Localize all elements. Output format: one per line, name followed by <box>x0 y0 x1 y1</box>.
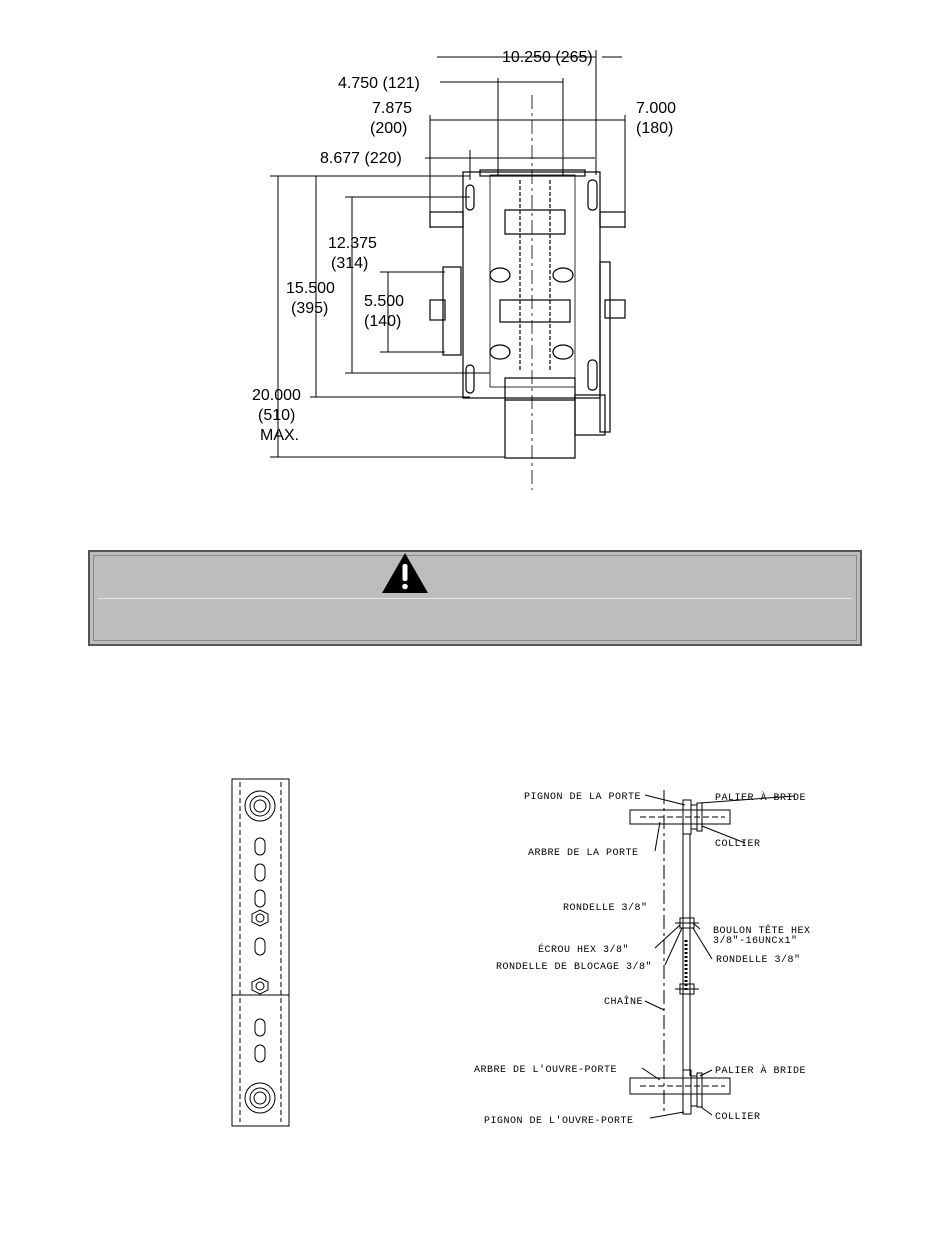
dim-slot-spacing-mm: (140) <box>364 313 401 330</box>
dim-plate-height: 15.500 <box>286 280 335 297</box>
label-flange-bearing-bottom: PALIER À BRIDE <box>715 1063 806 1077</box>
dim-right-shaft-mm: (180) <box>636 120 673 137</box>
dim-plate-width: 8.677 (220) <box>320 150 402 167</box>
dim-slot-spacing: 5.500 <box>364 293 404 310</box>
dim-plate-height-mm: (395) <box>291 300 328 317</box>
label-opener-shaft: ARBRE DE L'OUVRE-PORTE <box>474 1064 617 1076</box>
dim-left-shaft: 7.875 <box>372 100 412 117</box>
dim-upper-slot: 12.375 <box>328 235 377 252</box>
dim-max-height-mm: (510) <box>258 407 295 424</box>
dim-centre-offset: 4.750 (121) <box>338 75 420 92</box>
dim-max-label: MAX. <box>260 427 299 444</box>
dim-left-shaft-mm: (200) <box>370 120 407 137</box>
label-door-sprocket: PIGNON DE LA PORTE <box>524 792 641 803</box>
label-door-shaft: ARBRE DE LA PORTE <box>528 848 639 859</box>
label-washer-right: RONDELLE 3/8" <box>716 954 801 966</box>
label-washer-left: RONDELLE 3/8" <box>563 902 648 914</box>
label-lock-washer: RONDELLE DE BLOCAGE 3/8" <box>496 961 652 973</box>
label-hex-bolt: BOULON TÊTE HEX <box>713 923 811 937</box>
dim-overall-width: 10.250 (265) <box>502 49 593 66</box>
label-collar-top: COLLIER <box>715 839 761 850</box>
label-flange-bearing-top: PALIER À BRIDE <box>715 790 806 804</box>
dim-upper-slot-mm: (314) <box>331 255 368 272</box>
label-opener-sprocket: PIGNON DE L'OUVRE-PORTE <box>484 1115 634 1127</box>
label-hex-nut: ÉCROU HEX 3/8" <box>538 942 629 956</box>
label-chain: CHAÎNE <box>604 994 643 1008</box>
warning-box <box>88 550 862 646</box>
label-hex-bolt-spec: 3/8"-16UNCx1" <box>713 935 798 947</box>
label-collar-bottom: COLLIER <box>715 1112 761 1123</box>
operator-dimension-drawing: 10.250 (265) 4.750 (121) 7.875 (200) 7.0… <box>252 49 676 490</box>
warning-triangle-icon <box>382 553 428 593</box>
dim-right-shaft: 7.000 <box>636 100 676 117</box>
dim-max-height: 20.000 <box>252 387 301 404</box>
